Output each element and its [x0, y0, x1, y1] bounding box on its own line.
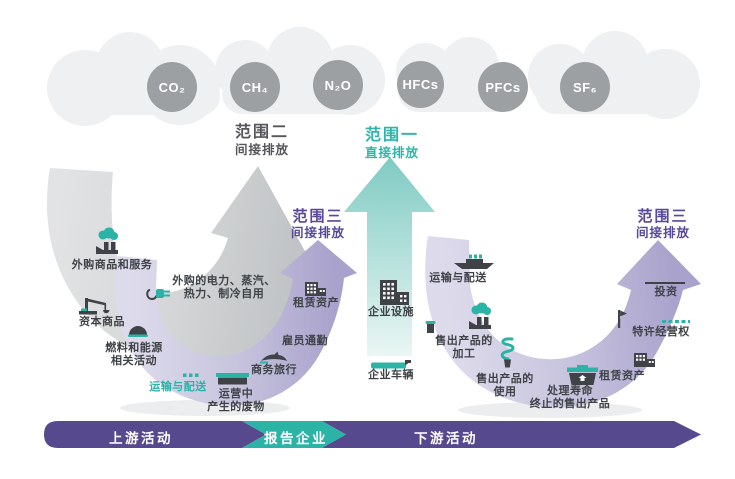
bottom-bar: [44, 421, 701, 448]
scope2-arrow: [46, 166, 312, 364]
office-building-icon: [380, 280, 409, 305]
factory-smoke-icon: [96, 227, 118, 254]
bottom-bar-reporting-segment: [242, 421, 346, 448]
category-leased-assets-downstream: 租赁资产: [599, 370, 645, 382]
category-purchased-energy: 外购的电力、蒸汽、 热力、制冷自用: [172, 275, 276, 301]
category-waste-operations: 运营中 产生的废物: [207, 388, 265, 414]
label-line: 使用: [493, 386, 517, 399]
truck-dots-icon: [183, 373, 199, 377]
scope1-label: 范围一 直接排放: [365, 126, 419, 161]
category-capital-goods: 资本商品: [79, 316, 125, 328]
scope3-downstream-arrow: [425, 236, 701, 408]
category-end-of-life-sold-products: 处理寿命 终止的售出产品: [530, 385, 611, 411]
bottom-bar-upstream-label: 上游活动: [109, 431, 173, 446]
scope3-upstream-arrow: [115, 240, 358, 406]
investment-line-icon: [645, 282, 685, 284]
recycle-bin-icon: [567, 365, 598, 385]
label-line: 燃料和能源: [105, 342, 163, 354]
category-investments: 投资: [654, 286, 678, 298]
scope1-subtitle: 直接排放: [364, 145, 420, 160]
pump-icon: [425, 321, 436, 333]
gas-circle-co2: CO₂: [147, 62, 197, 112]
flag-icon: [618, 310, 627, 328]
category-leased-assets-upstream: 租赁资产: [293, 297, 339, 309]
label-line: 处理寿命: [547, 385, 593, 397]
bottom-bar-downstream-label: 下游活动: [414, 431, 478, 446]
vehicle-icon: [371, 360, 411, 369]
label-line: 外购的电力、蒸汽、: [172, 275, 276, 287]
gas-circle-hfcs: HFCs: [397, 61, 444, 108]
category-transport-distribution-downstream: 运输与配送: [429, 272, 487, 284]
coal-mound-icon: [128, 326, 148, 337]
scope2-title: 范围二: [234, 124, 290, 141]
category-employee-commuting: 雇员通勤: [282, 335, 328, 347]
label-line: 产生的废物: [207, 401, 265, 414]
category-company-vehicles: 企业车辆: [368, 369, 414, 381]
category-use-sold-products: 售出产品的 使用: [476, 373, 534, 399]
power-plug-icon: [146, 289, 170, 301]
scope1-title: 范围一: [364, 127, 420, 144]
label-line: 加工: [452, 348, 476, 361]
bottom-bar-downstream-segment: [322, 421, 701, 448]
bottom-bar-reporting-label: 报告企业: [264, 431, 328, 446]
category-purchased-goods-services: 外购商品和服务: [71, 259, 153, 271]
category-franchises: 特许经营权: [632, 326, 690, 338]
label-line: 售出产品的: [476, 373, 534, 385]
category-fuel-energy-activities: 燃料和能源 相关活动: [105, 342, 163, 368]
scope2-label: 范围二 间接排放: [235, 123, 289, 158]
building-icon: [305, 282, 326, 296]
airplane-icon: [260, 351, 287, 364]
category-processing-sold-products: 售出产品的 加工: [435, 335, 493, 361]
scope3-upstream-label: 范围三 间接排放: [291, 208, 345, 242]
scope3-upstream-title: 范围三: [292, 208, 344, 225]
label-line: 相关活动: [111, 355, 157, 368]
gas-circle-ch4: CH₄: [230, 62, 280, 112]
building-icon: [634, 353, 655, 367]
label-line: 售出产品的: [435, 335, 493, 347]
label-line: 运营中: [218, 388, 254, 400]
label-line: 热力、制冷自用: [183, 288, 265, 301]
bottom-bar-upstream-segment: [44, 421, 266, 448]
category-company-facilities: 企业设施: [368, 306, 414, 318]
label-line: 终止的售出产品: [529, 398, 611, 411]
scope2-subtitle: 间接排放: [234, 142, 290, 157]
scope1-arrow: [344, 157, 435, 356]
waste-container-icon: [216, 373, 249, 385]
scope3-upstream-subtitle: 间接排放: [290, 226, 346, 241]
gas-circle-sf6: SF₆: [560, 62, 610, 112]
scope3-downstream-subtitle: 间接排放: [635, 226, 691, 241]
ship-icon: [454, 254, 494, 269]
category-transport-distribution-upstream: 运输与配送: [149, 381, 207, 393]
factory-smoke-icon: [469, 302, 491, 329]
scope3-downstream-label: 范围三 间接排放: [636, 208, 690, 242]
gas-circle-pfcs: PFCs: [478, 62, 528, 112]
category-business-travel: 商务旅行: [251, 364, 297, 376]
cfl-bulb-icon: [500, 337, 515, 368]
franchise-dashes-icon: [662, 320, 690, 323]
gas-circle-n2o: N₂O: [313, 60, 363, 110]
scope3-downstream-title: 范围三: [637, 208, 689, 225]
crane-icon: [79, 298, 110, 315]
